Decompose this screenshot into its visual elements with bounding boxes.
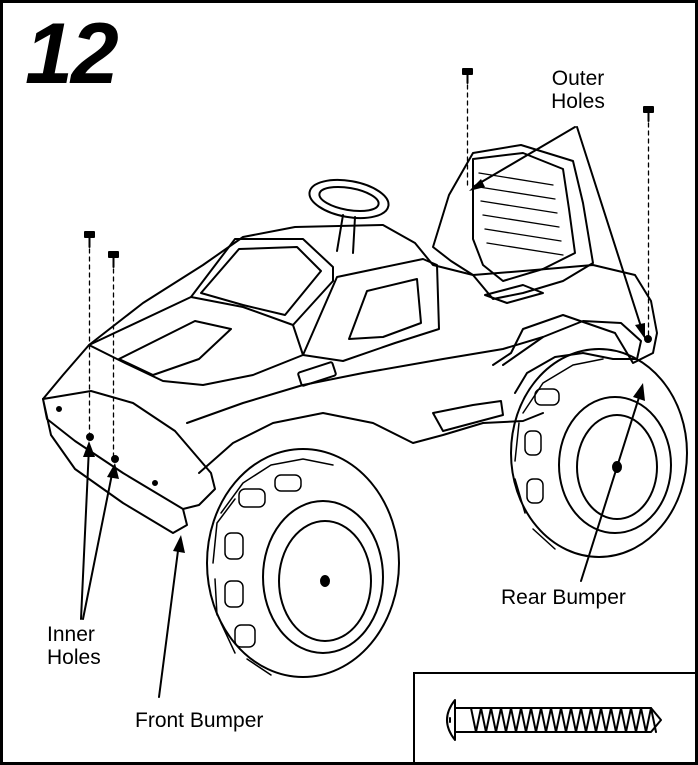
step-number: 12: [25, 6, 119, 102]
rear-wheel: [510, 348, 688, 558]
front-wheel: [206, 448, 400, 678]
ride-on-truck-illustration: [42, 68, 688, 698]
screw-detail-box: [413, 672, 695, 762]
inner-holes-label: Inner Holes: [47, 623, 101, 670]
screw-icon-inner-left: [84, 231, 95, 248]
screw-icon: [446, 699, 662, 741]
screw-icon-outer-right: [643, 106, 654, 122]
rear-bumper-label: Rear Bumper: [501, 586, 626, 609]
outer-holes-label: Outer Holes: [551, 67, 605, 114]
leader-arrow-front-bumper: [158, 535, 185, 698]
screw-icon-outer-left: [462, 68, 473, 84]
leader-arrow-inner-holes: [80, 441, 119, 620]
guide-lines: [88, 84, 650, 458]
front-bumper-label: Front Bumper: [135, 709, 264, 732]
leader-arrow-outer-holes: [469, 126, 645, 339]
screw-icon-inner-right: [108, 251, 119, 268]
leader-arrow-rear-bumper: [580, 383, 645, 582]
